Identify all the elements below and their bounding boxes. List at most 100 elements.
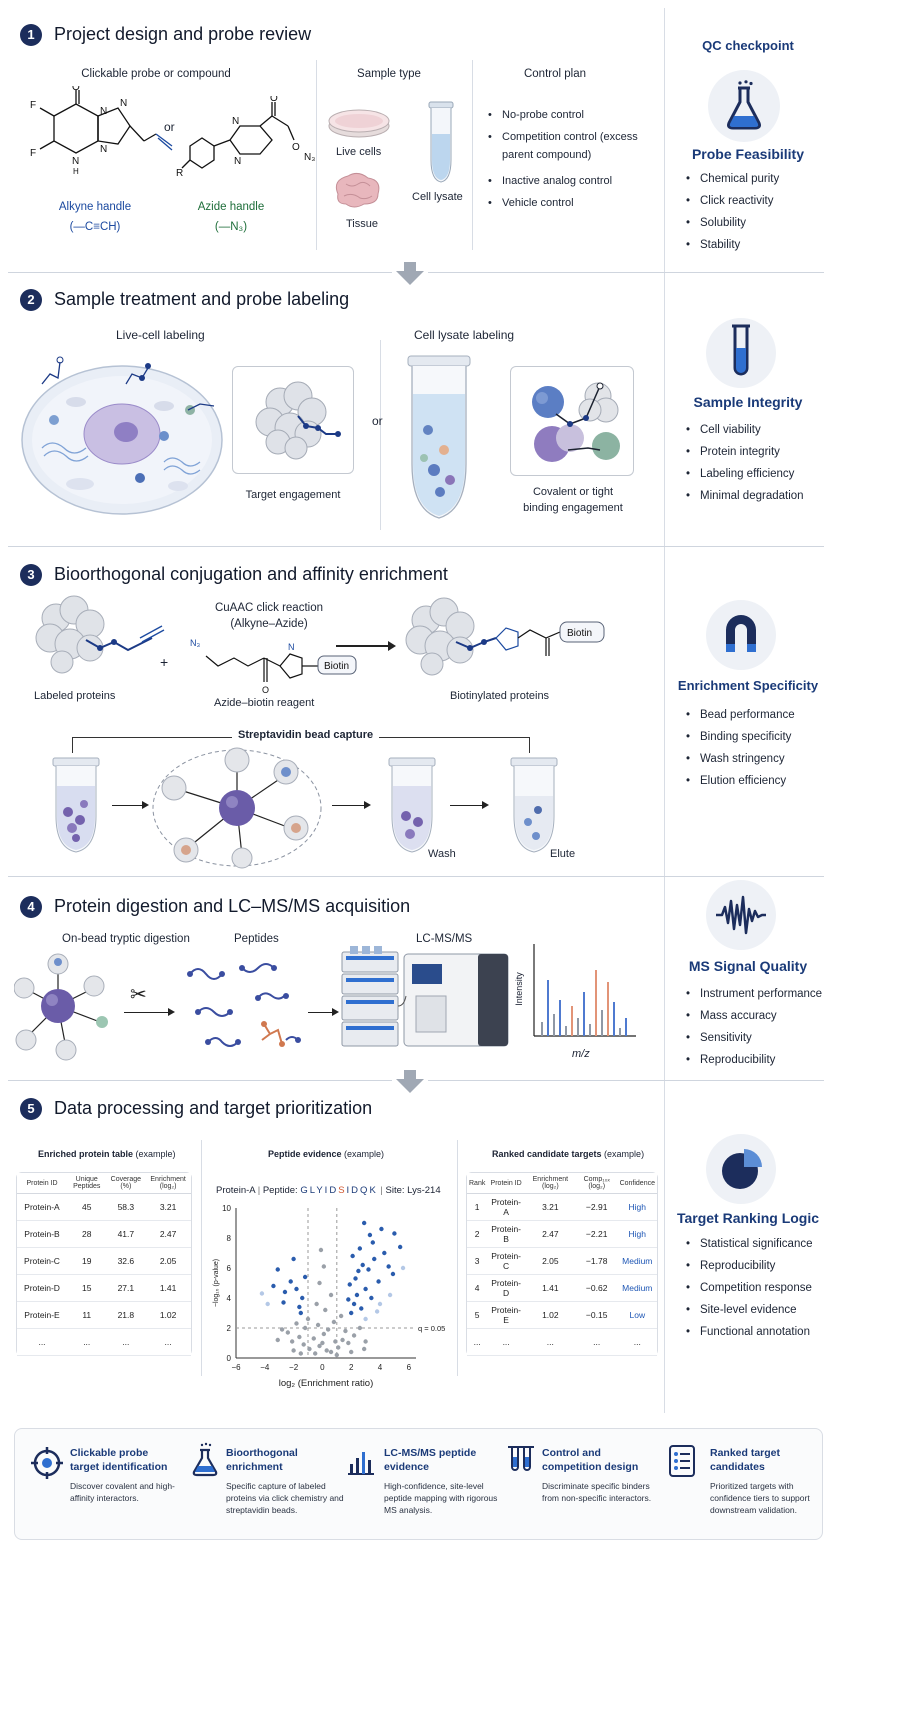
peptide-residue: Q bbox=[360, 1185, 370, 1196]
control-list: No-probe control Competition control (ex… bbox=[488, 104, 654, 214]
feature-desc: Discover covalent and high-affinity inte… bbox=[70, 1481, 175, 1503]
table-cell: ... bbox=[467, 1328, 488, 1356]
table-cell: 28 bbox=[67, 1220, 107, 1248]
feature-title: LC-MS/MS peptide evidence bbox=[384, 1447, 477, 1473]
y-tick-label: 10 bbox=[222, 1204, 231, 1213]
reaction-arrow bbox=[336, 645, 392, 647]
section-2-title: Sample treatment and probe labeling bbox=[54, 289, 350, 309]
data-point bbox=[346, 1340, 351, 1346]
data-point bbox=[360, 1262, 365, 1268]
list-item: Reproducibility bbox=[686, 1255, 813, 1277]
on-bead-digestion-illustration bbox=[14, 953, 108, 1061]
data-point bbox=[320, 1340, 325, 1346]
table-cell: 2.05 bbox=[145, 1247, 191, 1275]
data-point bbox=[369, 1295, 374, 1301]
list-item: Instrument performance bbox=[686, 983, 822, 1005]
data-point bbox=[390, 1271, 396, 1277]
atom-label: N bbox=[234, 156, 241, 167]
table-cell: Medium bbox=[617, 1247, 657, 1275]
peptide-residue: Y bbox=[316, 1185, 325, 1196]
lysate-labeling-heading: Cell lysate labeling bbox=[414, 328, 515, 342]
plus-sign: + bbox=[160, 654, 169, 670]
peptide-site: Site: Lys-214 bbox=[385, 1185, 441, 1196]
table-cell: 15 bbox=[67, 1274, 107, 1302]
table-cell: 32.6 bbox=[106, 1247, 146, 1275]
target-engagement-label: Target engagement bbox=[245, 489, 341, 501]
ranked-table: Rank Protein ID Enrichment (log₂) Comp₁₀… bbox=[467, 1173, 657, 1356]
s4-bottom-divider bbox=[8, 1080, 392, 1081]
table-cell: 58.3 bbox=[106, 1193, 146, 1221]
data-point bbox=[347, 1282, 352, 1287]
enrichment-title: Enrichment Specificity bbox=[677, 678, 819, 693]
data-point bbox=[379, 1226, 384, 1232]
list-item: Protein integrity bbox=[686, 441, 804, 463]
table-cell: 1.02 bbox=[524, 1301, 576, 1329]
data-point bbox=[392, 1231, 397, 1236]
atom-label: R bbox=[176, 168, 183, 179]
data-point bbox=[279, 1327, 285, 1332]
biotinylated-protein-illustration: Biotin bbox=[405, 597, 605, 676]
flow-arrow-stem bbox=[404, 262, 416, 271]
test-tubes-icon bbox=[508, 1446, 534, 1471]
sample-integrity-title: Sample Integrity bbox=[693, 394, 803, 410]
list-item: Vehicle control bbox=[488, 192, 654, 214]
data-point bbox=[397, 1244, 403, 1250]
table-cell: 1.41 bbox=[145, 1274, 191, 1302]
data-point bbox=[265, 1301, 270, 1307]
atom-label: O bbox=[270, 96, 278, 104]
enrichment-list: Bead performance Binding specificity Was… bbox=[686, 704, 795, 792]
volcano-title-suffix: (example) bbox=[341, 1149, 385, 1159]
list-item: Chemical purity bbox=[686, 168, 779, 190]
probe-heading: Clickable probe or compound bbox=[81, 68, 231, 80]
azide-formula: (—N₃) bbox=[214, 221, 248, 233]
peptide-protein: Protein-A bbox=[216, 1185, 256, 1196]
atom-label: H bbox=[73, 167, 79, 176]
azide-biotin-structure: N₃ N O Biotin bbox=[190, 638, 357, 694]
table-header: Enrichment (log₂) bbox=[145, 1173, 191, 1194]
lysate-label: Cell lysate bbox=[412, 191, 463, 203]
probe-feasibility-icon-bg bbox=[708, 70, 780, 142]
covalent-label: Covalent or tight binding engagement bbox=[523, 486, 623, 514]
data-point bbox=[386, 1264, 391, 1269]
table-cell: −1.78 bbox=[575, 1247, 618, 1275]
data-point bbox=[259, 1291, 265, 1296]
atom-label: O bbox=[292, 142, 300, 153]
data-point bbox=[343, 1328, 348, 1334]
table-cell: 2.47 bbox=[524, 1220, 576, 1248]
table-cell: 3 bbox=[467, 1247, 488, 1275]
flow-arrowhead-icon bbox=[364, 801, 371, 809]
capture-tube-1 bbox=[52, 757, 100, 853]
digestion-label: On-bead tryptic digestion bbox=[62, 933, 190, 945]
table-cell: 21.8 bbox=[106, 1301, 146, 1329]
data-point bbox=[317, 1280, 322, 1286]
data-point bbox=[307, 1346, 312, 1352]
table-cell: ... bbox=[106, 1328, 146, 1356]
data-point bbox=[315, 1322, 321, 1328]
list-item: Click reactivity bbox=[686, 190, 779, 212]
table1-title: Enriched protein table (example) bbox=[38, 1149, 176, 1159]
feature-title: Bioorthogonal enrichment bbox=[226, 1447, 298, 1473]
s4-bottom-divider-right bbox=[428, 1080, 824, 1081]
list-item: Competition control (excess parent compo… bbox=[488, 126, 654, 170]
s1-divider-b bbox=[472, 60, 473, 250]
data-point bbox=[271, 1283, 276, 1289]
peptides-illustration bbox=[187, 963, 301, 1047]
s5-divider-a bbox=[201, 1140, 202, 1376]
data-point bbox=[311, 1336, 316, 1341]
table-cell: 5 bbox=[467, 1301, 488, 1329]
data-point bbox=[351, 1301, 357, 1307]
peptide-residue: I bbox=[346, 1185, 352, 1196]
tissue-label: Tissue bbox=[346, 218, 378, 230]
peptide-residue: I bbox=[324, 1185, 330, 1196]
live-cells-label: Live cells bbox=[336, 146, 382, 158]
table-cell: 2.47 bbox=[145, 1220, 191, 1248]
capture-label: Streptavidin bead capture bbox=[232, 729, 380, 741]
data-point bbox=[363, 1286, 368, 1292]
azide-probe-structure: R O N N O N₃ bbox=[176, 96, 315, 179]
table-cell: Protein-D bbox=[17, 1274, 67, 1302]
